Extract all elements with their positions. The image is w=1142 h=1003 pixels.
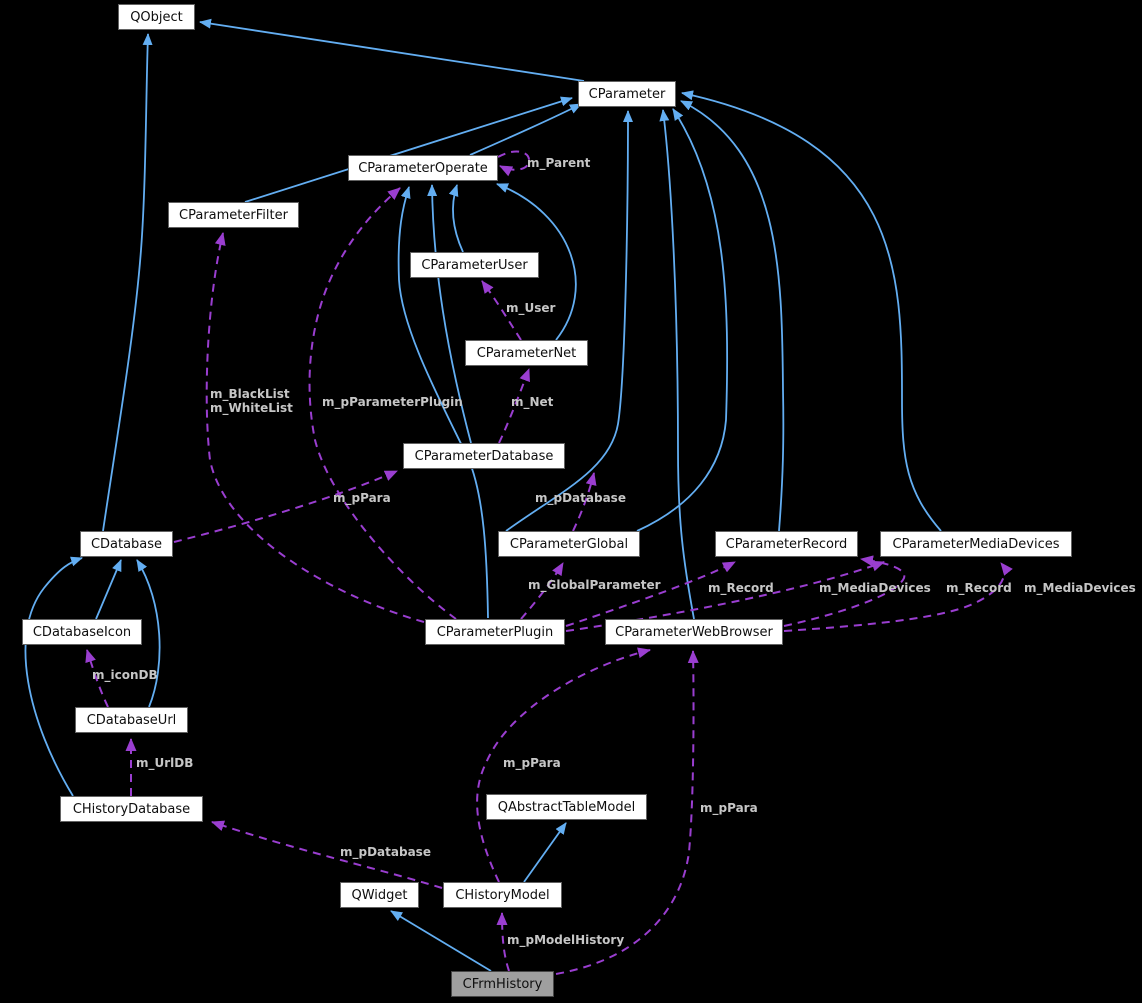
edge-CParameterGlobal-to-CParameter	[636, 108, 729, 532]
node-CParameterWebBrowser[interactable]: CParameterWebBrowser	[605, 619, 783, 645]
edge-CDatabase-to-CParameterDatabase	[173, 470, 398, 543]
edge-CParameterGlobal-to-CParameter	[505, 110, 633, 532]
edge-CParameterNet-to-CParameterUser	[481, 280, 522, 341]
node-CFrmHistory[interactable]: CFrmHistory	[451, 971, 554, 997]
node-CParameterGlobal[interactable]: CParameterGlobal	[498, 531, 640, 557]
node-CDatabaseUrl[interactable]: CDatabaseUrl	[75, 707, 188, 733]
edge-CDatabase-to-QObject	[102, 33, 153, 532]
edge-CDatabaseIcon-to-CDatabase	[95, 559, 122, 620]
edge-CDatabaseUrl-to-CDatabase	[136, 559, 161, 708]
node-QObject[interactable]: QObject	[118, 4, 195, 30]
node-CDatabase[interactable]: CDatabase	[80, 531, 173, 557]
edge-CParameterPlugin-to-CParameterGlobal	[520, 562, 564, 620]
node-CParameterRecord[interactable]: CParameterRecord	[715, 531, 858, 557]
node-CDatabaseIcon[interactable]: CDatabaseIcon	[22, 619, 142, 645]
edge-CParameterWebBrowser-to-CParameter	[659, 109, 695, 620]
edge-CParameterDatabase-to-CParameterOperate	[427, 184, 472, 444]
edge-CParameter-to-QObject	[199, 18, 585, 82]
node-CParameterPlugin[interactable]: CParameterPlugin	[425, 619, 565, 645]
node-CHistoryDatabase[interactable]: CHistoryDatabase	[60, 796, 203, 822]
node-CParameterFilter[interactable]: CParameterFilter	[168, 202, 299, 228]
edge-CFrmHistory-to-QWidget	[390, 910, 492, 972]
edge-CHistoryDatabase-to-CDatabase	[24, 556, 83, 797]
edge-CDatabaseUrl-to-CDatabaseIcon	[85, 649, 109, 708]
node-CParameterDatabase[interactable]: CParameterDatabase	[403, 443, 565, 469]
node-QWidget[interactable]: QWidget	[340, 882, 419, 908]
node-QAbstractTableModel[interactable]: QAbstractTableModel	[486, 794, 647, 820]
node-CParameterMediaDevices[interactable]: CParameterMediaDevices	[880, 531, 1072, 557]
edge-CFrmHistory-to-CParameterWebBrowser	[555, 650, 699, 975]
edge-CParameterOperate-to-CParameterOperate	[497, 150, 530, 177]
edge-CParameterGlobal-to-CParameterDatabase	[572, 472, 597, 532]
edge-CParameterPlugin-to-CParameterOperate	[397, 186, 489, 619]
edge-CParameterWebBrowser-to-CParameterMediaDevices	[783, 562, 1013, 632]
node-CHistoryModel[interactable]: CHistoryModel	[443, 882, 562, 908]
node-CParameter[interactable]: CParameter	[578, 81, 676, 107]
edge-CHistoryModel-to-QAbstractTableModel	[523, 822, 567, 883]
edge-CParameterFilter-to-CParameter	[244, 96, 573, 203]
edge-CParameterDatabase-to-CParameterNet	[498, 368, 530, 444]
edge-CParameterRecord-to-CParameter	[680, 100, 785, 532]
edge-CParameterOperate-to-CParameter	[469, 103, 582, 156]
edge-CParameterUser-to-CParameterOperate	[448, 184, 464, 253]
edge-CParameterMediaDevices-to-CParameter	[681, 90, 942, 532]
edge-CParameterPlugin-to-CParameterFilter	[205, 232, 425, 623]
edge-CParameterPlugin-to-CParameterRecord	[565, 561, 736, 627]
node-CParameterUser[interactable]: CParameterUser	[410, 252, 539, 278]
edge-CParameterNet-to-CParameterOperate	[496, 183, 577, 341]
edge-CParameterWebBrowser-to-CParameterRecord	[783, 555, 906, 627]
edge-CFrmHistory-to-CHistoryModel	[496, 912, 510, 972]
edge-CHistoryModel-to-CParameterWebBrowser	[476, 647, 651, 883]
edge-CHistoryModel-to-CHistoryDatabase	[211, 820, 443, 889]
node-CParameterOperate[interactable]: CParameterOperate	[348, 155, 498, 181]
node-CParameterNet[interactable]: CParameterNet	[465, 340, 588, 366]
edge-CParameterPlugin-to-CParameterOperate	[308, 187, 457, 620]
